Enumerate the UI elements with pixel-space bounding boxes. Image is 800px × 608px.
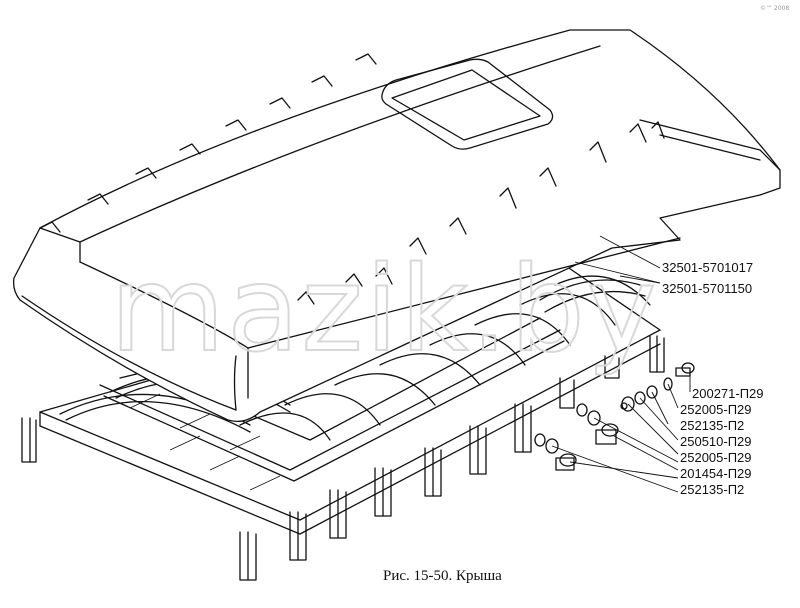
frame-brackets [21, 335, 665, 581]
callout-label: 252135-П2 [680, 482, 744, 497]
callout-label: 252135-П2 [680, 418, 744, 433]
callout-label: 252005-П29 [680, 450, 752, 465]
figure-caption: Рис. 15-50. Крыша [383, 568, 502, 584]
watermark: mazik.by [110, 240, 659, 378]
callout-label: 252005-П29 [680, 402, 752, 417]
fasteners [534, 362, 695, 471]
leader-lines [551, 235, 691, 493]
callout-label: 200271-П29 [692, 386, 764, 401]
corner-mark: ©™ 2008 [760, 5, 789, 12]
roof-shell [12, 29, 781, 423]
callout-label: 250510-П29 [680, 434, 752, 449]
callout-label: 201454-П29 [680, 466, 752, 481]
callout-labels: 32501-5701017 32501-5701150 200271-П29 2… [662, 260, 764, 497]
callout-label: 32501-5701150 [662, 281, 752, 296]
callout-label: 32501-5701017 [662, 260, 753, 275]
